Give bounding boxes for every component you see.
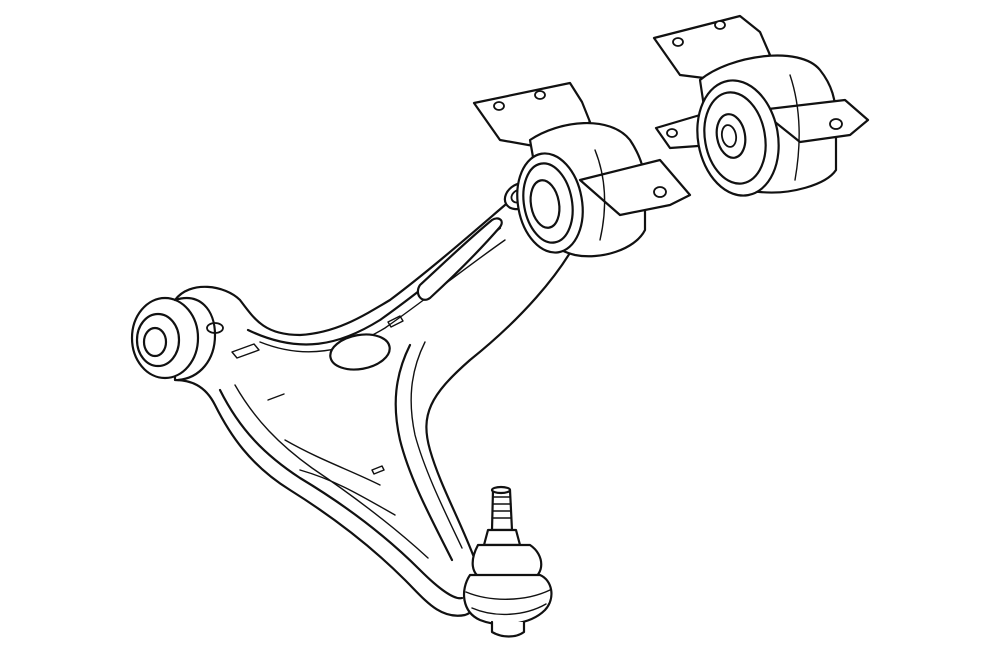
arm-notch-3 <box>387 315 404 328</box>
arm-oval-opening <box>329 333 391 371</box>
arm-notch-1 <box>231 343 260 359</box>
arm-slot <box>416 217 503 301</box>
arm-notch-2 <box>267 393 285 401</box>
front-bushing <box>472 81 692 258</box>
arm-web-edge-inner <box>410 341 463 549</box>
rear-bushing-flange <box>758 98 870 144</box>
arm-notch-4 <box>371 465 385 475</box>
arm-rib-2 <box>299 469 396 516</box>
control-arm <box>130 181 585 617</box>
arm-flange-upper-inner <box>259 239 506 353</box>
front-bushing-flange <box>578 158 692 217</box>
arm-rib <box>284 439 381 486</box>
front-bushing-sleeve <box>529 179 561 229</box>
rear-bushing <box>652 14 870 197</box>
ball-joint <box>462 485 553 638</box>
arm-flange-lower-inner <box>234 384 429 559</box>
ball-joint-stud <box>490 488 514 532</box>
front-pivot-eye <box>130 296 217 382</box>
arm-web-edge <box>394 343 454 562</box>
control-arm-body <box>173 187 585 617</box>
arm-flange-lower <box>218 388 464 600</box>
